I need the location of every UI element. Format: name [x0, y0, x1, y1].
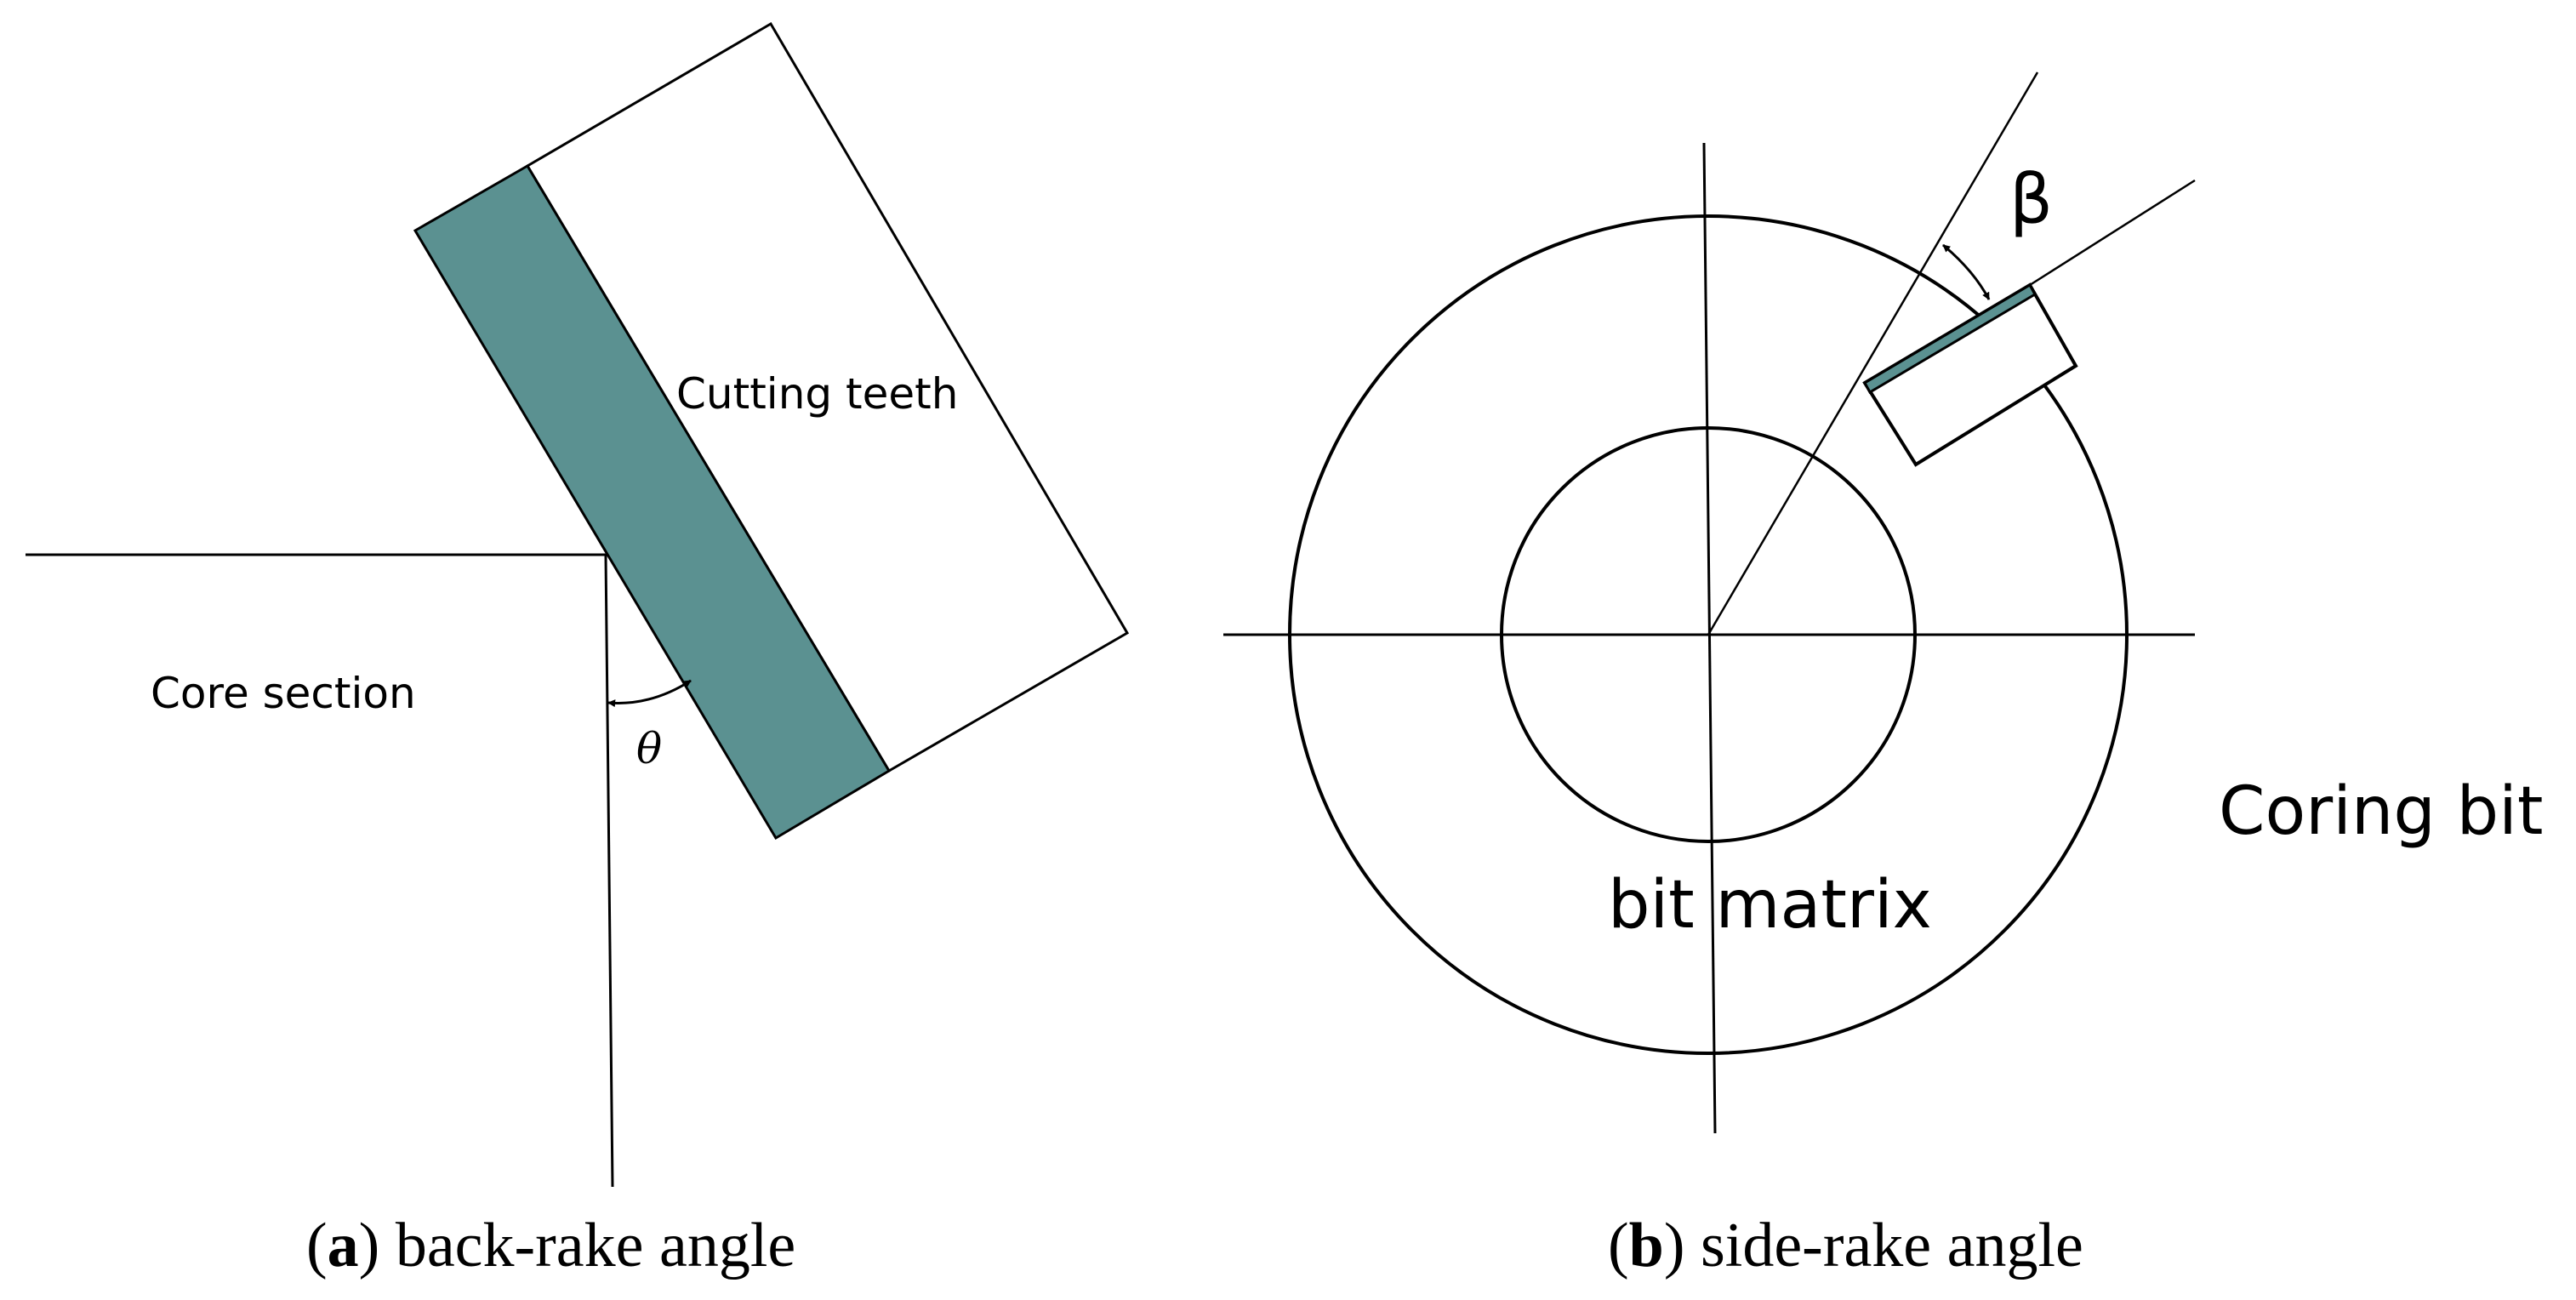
caption-a: (a) back-rake angle — [306, 1211, 795, 1280]
theta-angle-arc — [607, 679, 692, 708]
panel-a-back-rake: θ Cutting teeth Core section (a) back-ra… — [26, 21, 1130, 1280]
panel-b-side-rake: β bit matrix Coring bit (b) side-rake an… — [1223, 71, 2543, 1280]
cutting-teeth-label: Cutting teeth — [676, 369, 958, 419]
radial-line — [1707, 71, 2039, 636]
caption-b: (b) side-rake angle — [1608, 1211, 2083, 1280]
coring-bit-label: Coring bit — [2219, 773, 2543, 850]
theta-symbol: θ — [636, 724, 662, 773]
beta-symbol: β — [2009, 160, 2053, 239]
bit-matrix-label: bit matrix — [1608, 867, 1932, 944]
caption-a-letter: a — [328, 1211, 359, 1280]
vertical-reference-line — [604, 554, 614, 1188]
caption-b-letter: b — [1629, 1211, 1664, 1280]
vertical-axis — [1702, 142, 1717, 1134]
side-cutter-face — [1862, 282, 2037, 395]
core-section-label: Core section — [151, 669, 416, 718]
beta-angle-arc — [1942, 243, 1991, 300]
inner-bit-circle — [1500, 426, 1917, 843]
outer-bit-circle — [1288, 214, 2129, 1055]
caption-a-text: back-rake angle — [379, 1211, 795, 1280]
cutter-face — [413, 163, 892, 841]
cutter-face-line — [2029, 179, 2196, 287]
caption-b-text: side-rake angle — [1684, 1211, 2083, 1280]
